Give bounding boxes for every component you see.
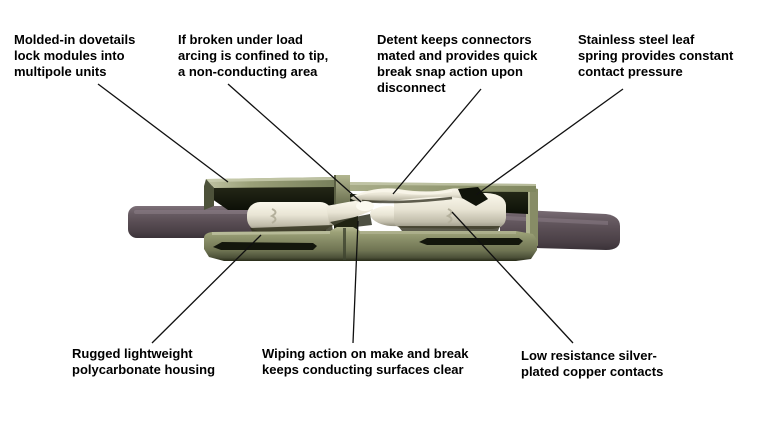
- callout-molded-dovetails: Molded-in dovetails lock modules into mu…: [14, 32, 136, 79]
- callout-wiping-action: Wiping action on make and break keeps co…: [262, 346, 469, 377]
- callout-detent: Detent keeps connectors mated and provid…: [377, 32, 538, 95]
- blade-under-shadow: [330, 214, 372, 229]
- leader-line-housing: [151, 234, 262, 344]
- housing-top-edge-left: [206, 177, 334, 182]
- seam-post-edge: [334, 175, 336, 204]
- leaf-spring-highlight: [354, 189, 452, 197]
- blade-tip-highlight: [356, 201, 374, 211]
- slab-ridge-right: [360, 231, 516, 234]
- callout-housing: Rugged lightweight polycarbonate housing: [72, 346, 216, 377]
- contacts: [247, 187, 506, 233]
- leader-line-arc-tip: [227, 83, 362, 203]
- leader-line-molded-dovetails: [97, 83, 229, 183]
- left-contact-shadow: [250, 225, 333, 233]
- leader-line-detent: [392, 88, 482, 195]
- housing-bottom: [204, 227, 537, 261]
- leader-line-wiping-action: [352, 220, 359, 344]
- leader-line-copper-contacts: [451, 211, 574, 344]
- slab-seam-line: [343, 228, 346, 260]
- right-contact-lip: [370, 205, 398, 227]
- left-contact-barrel: [247, 202, 333, 231]
- callout-copper-contacts: Low resistance silver- plated copper con…: [521, 348, 664, 379]
- housing-top-left: [204, 177, 334, 210]
- spring-under-shadow: [361, 196, 453, 204]
- housing-vent-right: [419, 238, 523, 245]
- slab-ridge-left: [212, 231, 330, 235]
- right-contact-shadow: [398, 226, 500, 231]
- right-crimp-mark: [445, 208, 453, 224]
- housing-vent-left: [213, 242, 317, 250]
- leader-line-leaf-spring: [475, 88, 624, 196]
- housing-left-endcap: [204, 179, 214, 210]
- callout-leaf-spring: Stainless steel leaf spring provides con…: [578, 32, 734, 79]
- housing-bottom-slab: [204, 227, 537, 261]
- left-crimp-mark: [269, 208, 277, 224]
- leader-lines: [97, 83, 624, 344]
- callout-arc-tip: If broken under load arcing is confined …: [178, 32, 329, 79]
